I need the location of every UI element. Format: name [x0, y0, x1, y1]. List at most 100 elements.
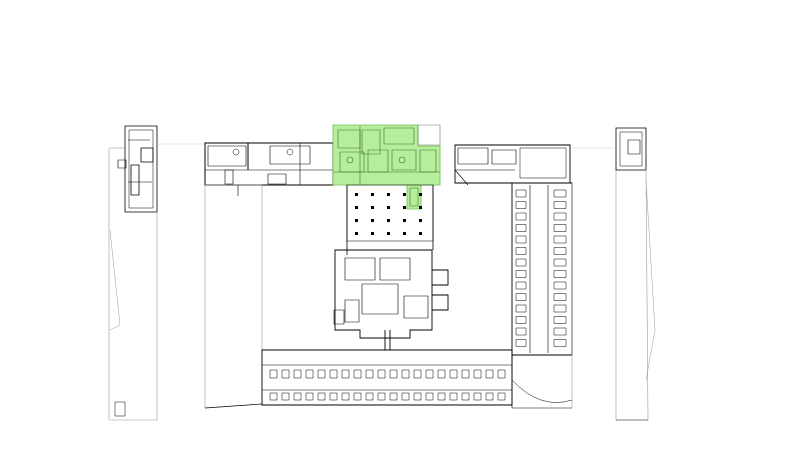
- room-cell: [414, 370, 421, 378]
- room-cell: [462, 393, 469, 400]
- room-cell: [516, 305, 526, 312]
- room-cell: [474, 393, 481, 400]
- room-cell: [516, 225, 526, 232]
- column-mark: [387, 219, 390, 222]
- upper-right-wing: [455, 145, 570, 185]
- room-cell: [282, 393, 289, 400]
- column-grid: [355, 193, 422, 235]
- room-cell: [378, 393, 385, 400]
- room-cell: [282, 370, 289, 378]
- room-cell: [354, 393, 361, 400]
- room-cell: [554, 282, 566, 289]
- upper-left-wing: [205, 143, 333, 408]
- room-cell: [516, 340, 526, 347]
- column-mark: [403, 232, 406, 235]
- room-cell: [554, 213, 566, 220]
- room-cell: [318, 370, 325, 378]
- room-cell: [554, 317, 566, 324]
- room-cell: [474, 370, 481, 378]
- column-mark: [387, 193, 390, 196]
- right-vertical-wing: [512, 183, 572, 408]
- room-cell: [366, 393, 373, 400]
- room-cell: [450, 370, 457, 378]
- right-wing-rooms: [516, 190, 566, 347]
- room-cell: [390, 370, 397, 378]
- room-cell: [306, 393, 313, 400]
- room-cell: [378, 370, 385, 378]
- room-cell: [450, 393, 457, 400]
- column-mark: [371, 206, 374, 209]
- column-mark: [371, 219, 374, 222]
- room-cell: [554, 340, 566, 347]
- column-mark: [371, 232, 374, 235]
- room-cell: [498, 393, 505, 400]
- room-cell: [554, 259, 566, 266]
- column-mark: [387, 232, 390, 235]
- column-mark: [419, 232, 422, 235]
- room-cell: [516, 236, 526, 243]
- room-cell: [366, 370, 373, 378]
- room-cell: [426, 393, 433, 400]
- column-mark: [419, 206, 422, 209]
- room-cell: [486, 393, 493, 400]
- room-cell: [270, 370, 277, 378]
- column-mark: [387, 206, 390, 209]
- central-lower-block: [334, 250, 448, 350]
- room-cell: [516, 294, 526, 301]
- highlighted-zone: [333, 125, 440, 209]
- column-mark: [419, 219, 422, 222]
- left-elevation-strip: [109, 126, 205, 420]
- room-cell: [498, 370, 505, 378]
- room-cell: [354, 370, 361, 378]
- room-cell: [554, 248, 566, 255]
- column-mark: [355, 193, 358, 196]
- column-mark: [419, 193, 422, 196]
- room-cell: [330, 370, 337, 378]
- column-mark: [355, 206, 358, 209]
- room-cell: [516, 213, 526, 220]
- right-elevation-strip: [572, 128, 655, 420]
- room-cell: [294, 370, 301, 378]
- room-cell: [554, 328, 566, 335]
- room-cell: [516, 282, 526, 289]
- room-cell: [318, 393, 325, 400]
- room-cell: [330, 393, 337, 400]
- room-cell: [402, 370, 409, 378]
- room-cell: [390, 393, 397, 400]
- column-mark: [403, 219, 406, 222]
- room-cell: [554, 190, 566, 197]
- column-mark: [355, 219, 358, 222]
- room-cell: [554, 305, 566, 312]
- bottom-wing-rooms: [270, 370, 505, 400]
- room-cell: [516, 328, 526, 335]
- room-cell: [342, 370, 349, 378]
- room-cell: [516, 190, 526, 197]
- room-cell: [554, 271, 566, 278]
- room-cell: [438, 393, 445, 400]
- room-cell: [426, 370, 433, 378]
- room-cell: [462, 370, 469, 378]
- room-cell: [554, 202, 566, 209]
- room-cell: [554, 294, 566, 301]
- room-cell: [414, 393, 421, 400]
- room-cell: [306, 370, 313, 378]
- room-cell: [516, 271, 526, 278]
- room-cell: [270, 393, 277, 400]
- room-cell: [516, 259, 526, 266]
- room-cell: [516, 248, 526, 255]
- room-cell: [554, 225, 566, 232]
- room-cell: [516, 317, 526, 324]
- column-mark: [371, 193, 374, 196]
- column-mark: [403, 193, 406, 196]
- column-mark: [403, 206, 406, 209]
- column-mark: [355, 232, 358, 235]
- room-cell: [342, 393, 349, 400]
- room-cell: [402, 393, 409, 400]
- room-cell: [516, 202, 526, 209]
- bottom-wing: [262, 350, 572, 405]
- room-cell: [438, 370, 445, 378]
- central-hall: [347, 185, 433, 255]
- room-cell: [294, 393, 301, 400]
- room-cell: [486, 370, 493, 378]
